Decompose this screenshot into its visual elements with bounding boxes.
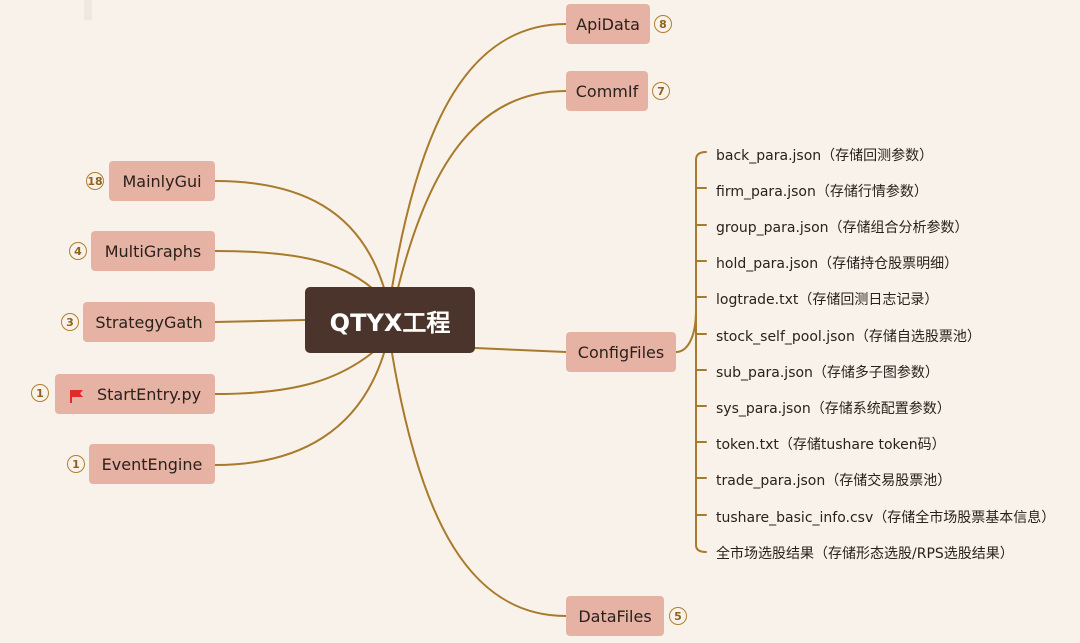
config-item[interactable]: group_para.json（存储组合分析参数）	[716, 220, 969, 236]
config-item[interactable]: stock_self_pool.json（存储自选股票池）	[716, 329, 981, 345]
connector-eventengine	[214, 352, 385, 466]
config-item[interactable]: tushare_basic_info.csv（存储全市场股票基本信息）	[716, 510, 1056, 526]
connector-mainlygui	[214, 180, 385, 289]
connector-datafiles	[391, 352, 567, 617]
config-item[interactable]: sys_para.json（存储系统配置参数）	[716, 401, 951, 417]
node-strategygath[interactable]: StrategyGath	[83, 302, 215, 342]
count-badge-startentry: 1	[31, 384, 49, 402]
node-configfiles[interactable]: ConfigFiles	[566, 332, 676, 372]
node-startentry[interactable]: StartEntry.py	[55, 374, 215, 414]
count-badge-strategygath: 3	[61, 313, 79, 331]
config-item[interactable]: token.txt（存储tushare token码）	[716, 437, 946, 453]
node-multigraphs[interactable]: MultiGraphs	[91, 231, 215, 271]
config-item[interactable]: back_para.json（存储回测参数）	[716, 148, 934, 164]
count-badge-multigraphs: 4	[69, 242, 87, 260]
connector-config-trunk	[675, 151, 707, 353]
node-mainlygui[interactable]: MainlyGui	[109, 161, 215, 201]
config-item[interactable]: firm_para.json（存储行情参数）	[716, 184, 928, 200]
config-item[interactable]: trade_para.json（存储交易股票池）	[716, 473, 952, 489]
connector-configfiles	[474, 347, 567, 353]
connector-config-trunk-lower	[695, 309, 707, 553]
count-badge-apidata: 8	[654, 15, 672, 33]
node-apidata[interactable]: ApiData	[566, 4, 650, 44]
node-startentry-label: StartEntry.py	[97, 384, 202, 404]
node-datafiles[interactable]: DataFiles	[566, 596, 664, 636]
connector-multigraphs	[214, 250, 373, 289]
corner-decoration	[84, 0, 92, 20]
config-item[interactable]: logtrade.txt（存储回测日志记录）	[716, 292, 939, 308]
count-badge-mainlygui: 18	[86, 172, 104, 190]
count-badge-datafiles: 5	[669, 607, 687, 625]
connector-commif	[397, 90, 567, 289]
config-item[interactable]: sub_para.json（存储多子图参数）	[716, 365, 939, 381]
count-badge-eventengine: 1	[67, 455, 85, 473]
connector-apidata	[391, 23, 567, 289]
connector-startentry	[214, 352, 373, 395]
count-badge-commif: 7	[652, 82, 670, 100]
root-node[interactable]: QTYX工程	[305, 287, 475, 353]
config-item[interactable]: 全市场选股结果（存储形态选股/RPS选股结果）	[716, 546, 1014, 562]
node-eventengine[interactable]: EventEngine	[89, 444, 215, 484]
config-item[interactable]: hold_para.json（存储持仓股票明细）	[716, 256, 959, 272]
red-flag-icon	[70, 390, 83, 403]
node-commif[interactable]: CommIf	[566, 71, 648, 111]
connector-strategygath	[214, 319, 306, 323]
